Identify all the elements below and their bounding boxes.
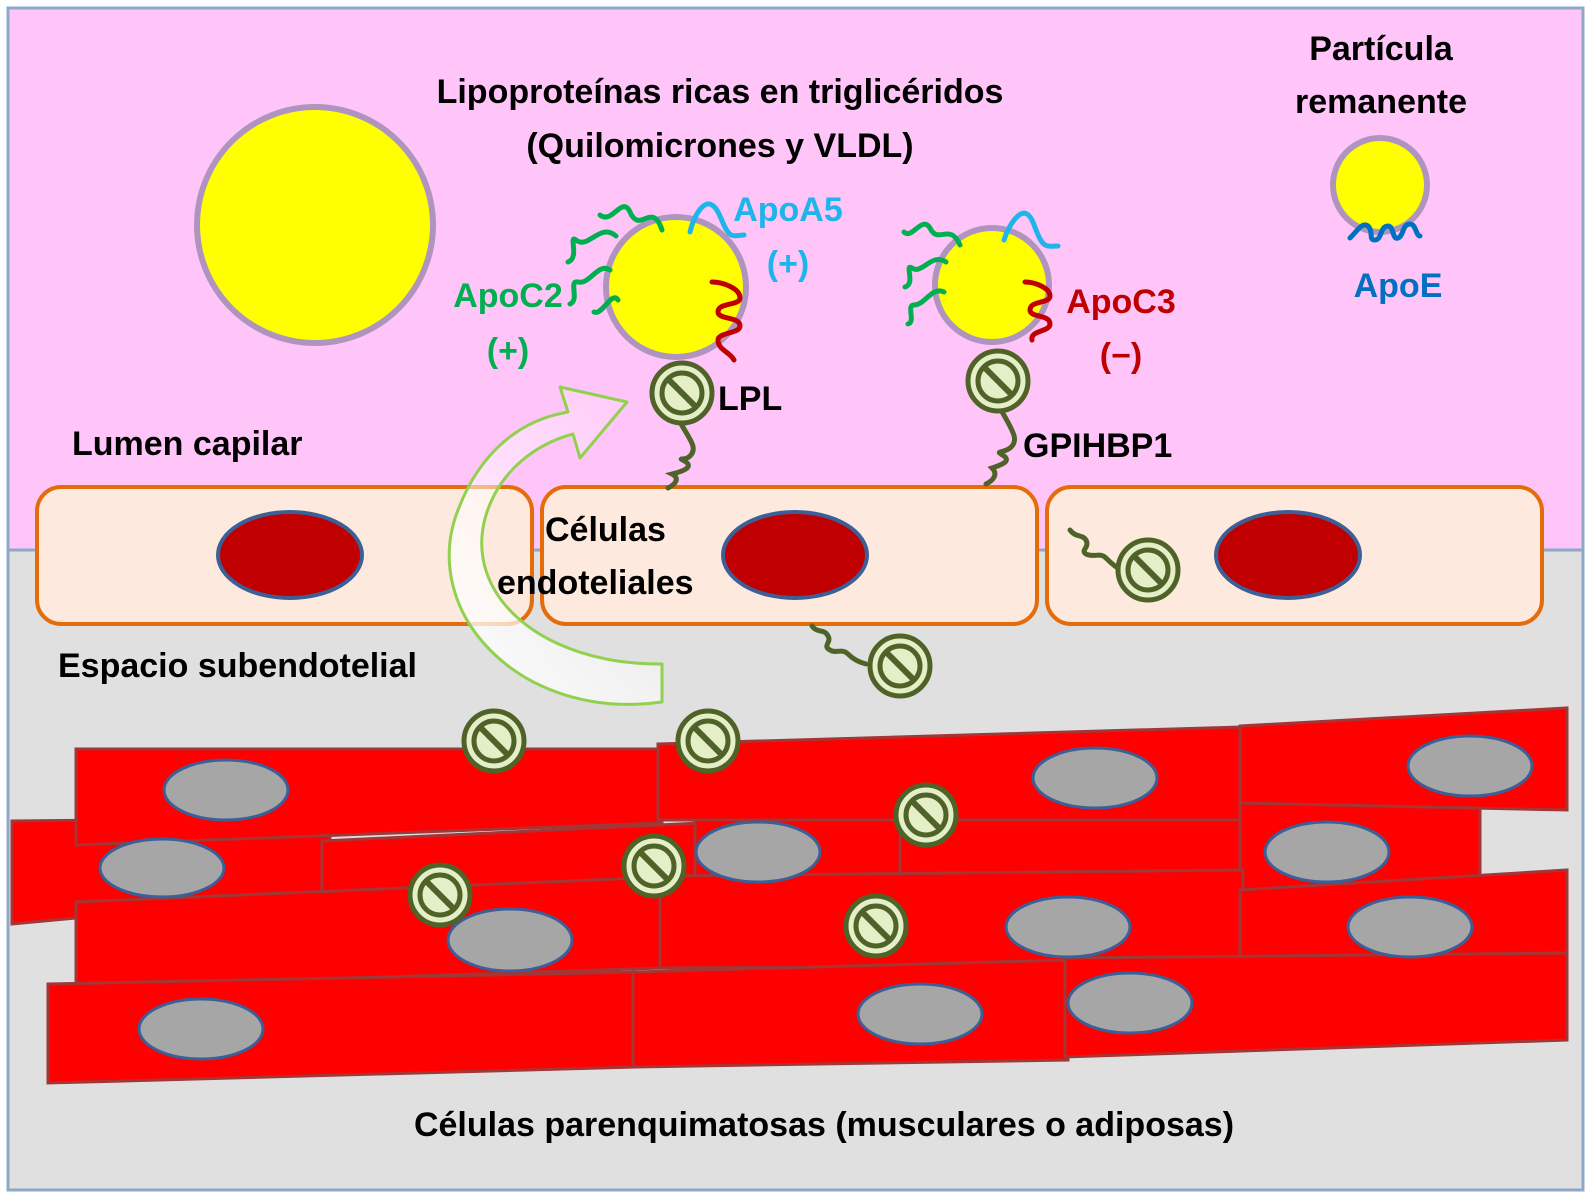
muscle-nucleus (446, 907, 574, 973)
endothelial-nucleus (1214, 510, 1362, 600)
apoC2-label: ApoC2 (453, 277, 563, 315)
lipoprotein-with-apos (565, 201, 749, 363)
apoC3-effect: (−) (1100, 337, 1143, 375)
endothelial-label-line1: Células (545, 511, 666, 549)
endothelial-nucleus (721, 510, 869, 600)
apoC2-strand (901, 221, 963, 327)
lpl-enzyme-icon (1118, 540, 1178, 600)
lpl-enzyme-icon (896, 785, 956, 845)
gpihbp1-anchors (664, 405, 1121, 667)
apoC3-label: ApoC3 (1066, 283, 1176, 321)
muscle-nucleus (1004, 895, 1132, 959)
tg-lipoprotein-title-line2: (Quilomicrones y VLDL) (526, 127, 913, 165)
muscle-nucleus (1031, 746, 1159, 810)
endothelial-label-line2: endoteliales (497, 564, 694, 602)
lpl-enzyme-icon (678, 711, 738, 771)
apoE-label: ApoE (1354, 267, 1443, 305)
parenchymal-label: Células parenquimatosas (musculares o ad… (414, 1106, 1234, 1144)
muscle-nucleus (856, 982, 984, 1046)
lumen-label: Lumen capilar (72, 425, 303, 463)
remnant-particle (1330, 135, 1430, 243)
lipoprotein-particle (194, 104, 436, 346)
transport-arrow-icon (447, 385, 664, 706)
lpl-enzyme-icon (652, 363, 712, 423)
apoA5-effect: (+) (767, 245, 810, 283)
subendothelial-label: Espacio subendotelial (58, 647, 417, 685)
apoA5-strand (687, 201, 747, 239)
endothelial-cells (35, 485, 1544, 626)
muscle-cell (46, 970, 639, 1085)
muscle-nucleus (1346, 895, 1474, 959)
gpihbp1-label: GPIHBP1 (1023, 427, 1172, 465)
apoA5-strand (1001, 210, 1061, 249)
lpl-label: LPL (718, 380, 782, 418)
muscle-cell (631, 958, 1070, 1069)
lpl-enzyme-icon (968, 351, 1028, 411)
lpl-enzyme-icon (624, 836, 684, 896)
muscle-nucleus (162, 758, 290, 822)
apoE-strand (1347, 221, 1423, 243)
lpl-enzyme-icon (410, 865, 470, 925)
muscle-nucleus (1066, 971, 1194, 1035)
gpihbp1-anchor-icon (809, 623, 869, 667)
lpl-enzyme-icon (846, 896, 906, 956)
lpl-enzyme-icon (464, 711, 524, 771)
muscle-nucleus (137, 997, 265, 1061)
remnant-title-line2: remanente (1295, 83, 1467, 121)
muscle-nucleus (694, 820, 822, 884)
tg-lipoprotein-title-line1: Lipoproteínas ricas en triglicéridos (437, 73, 1004, 111)
apoC3-strand (709, 279, 743, 363)
apoA5-label: ApoA5 (733, 191, 843, 229)
muscle-nucleus (98, 837, 226, 899)
muscle-nucleus (1263, 820, 1391, 884)
lipoprotein-with-apos (901, 210, 1061, 345)
apoC2-strand (565, 204, 665, 315)
remnant-title-line1: Partícula (1309, 30, 1454, 68)
gpihbp1-anchor-icon (1067, 527, 1121, 571)
endothelial-nucleus (216, 510, 364, 600)
apoC3-strand (1022, 279, 1053, 343)
muscle-nucleus (1406, 734, 1534, 798)
lpl-enzyme-icon (870, 636, 930, 696)
gpihbp1-anchor-icon (983, 405, 1017, 487)
gpihbp1-anchor-icon (664, 419, 696, 491)
muscle-cell (658, 868, 1245, 970)
apoC2-effect: (+) (487, 332, 530, 370)
parenchymal-nuclei (98, 734, 1534, 1061)
